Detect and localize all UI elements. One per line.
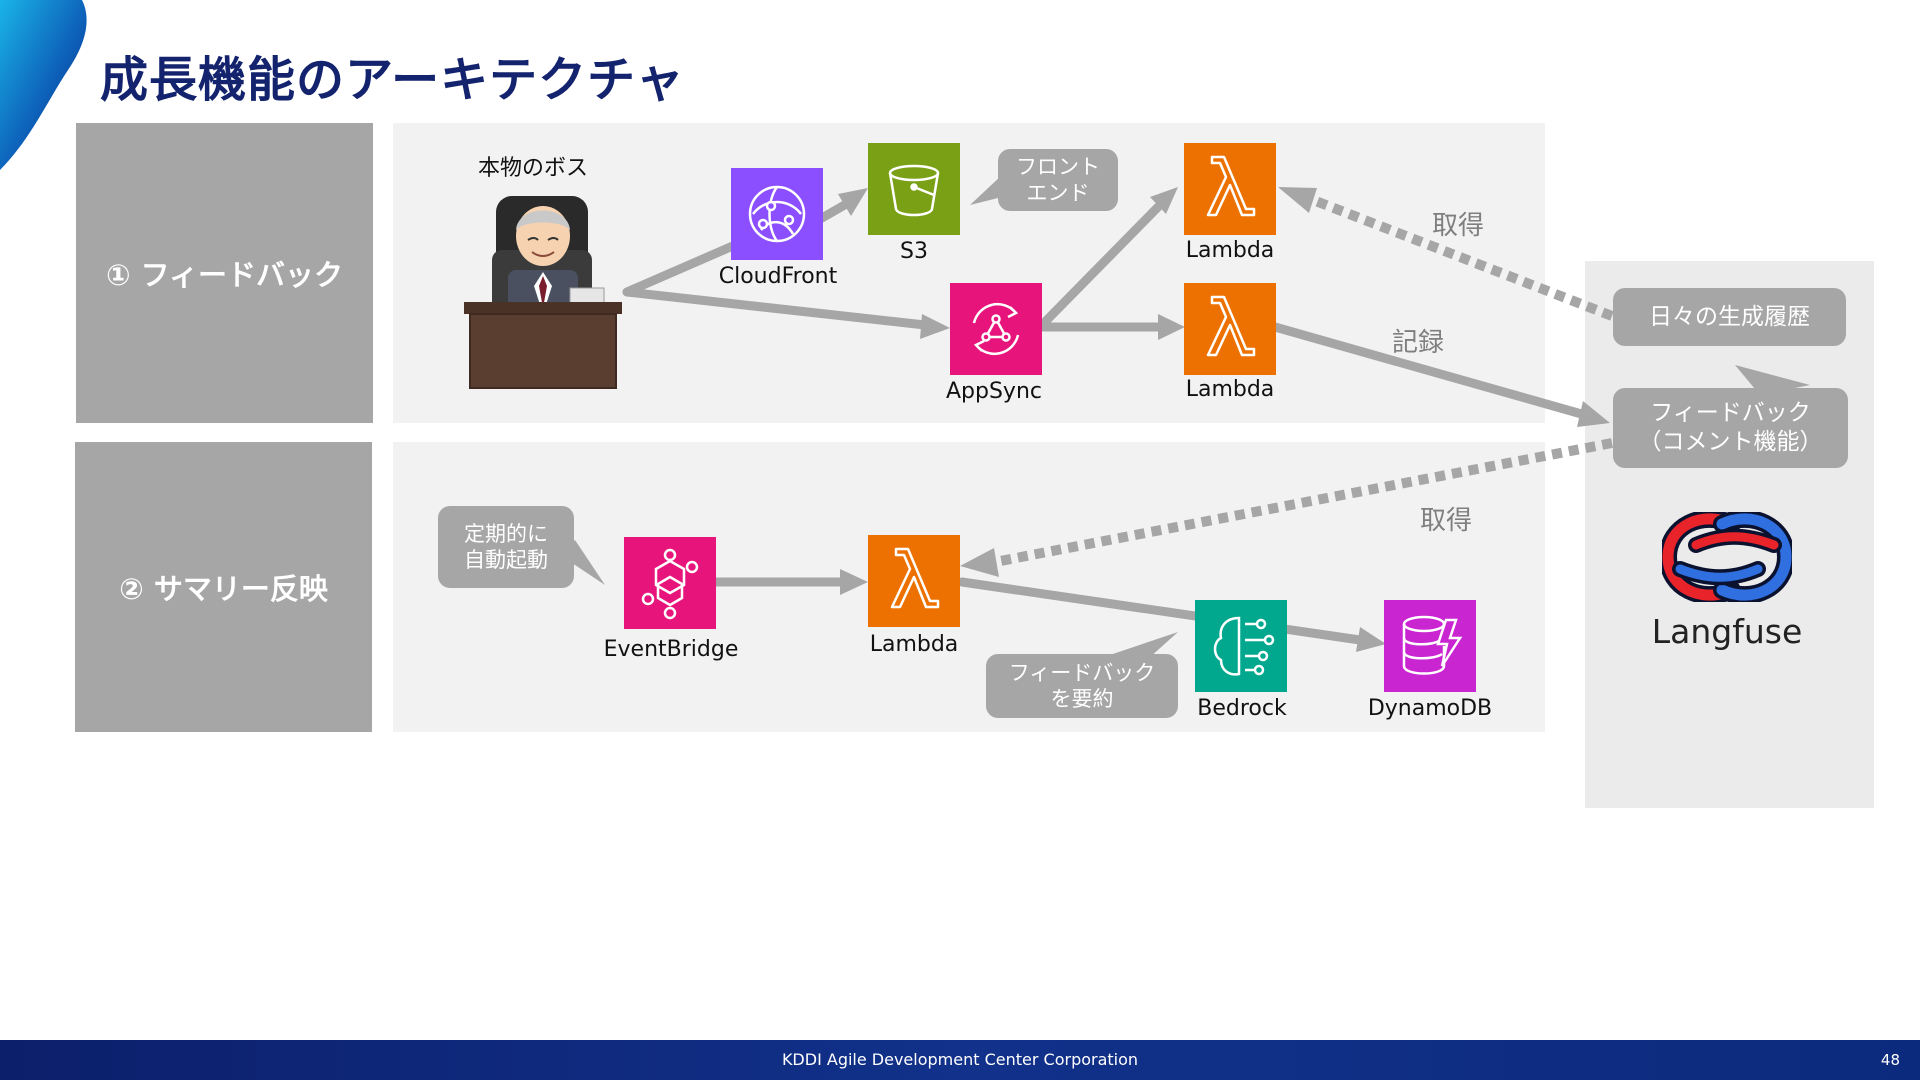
arrow-langfuse-lambda-summary [989,438,1613,568]
arrow-cloudfront-s3 [817,198,853,223]
frontend-bubble: フロント エンド [998,149,1118,211]
appsync-icon [950,283,1042,375]
s3-icon [868,143,960,235]
langfuse-history-box: 日々の生成履歴 [1613,288,1846,346]
arrow-langfuse-lambda-get [1306,193,1614,321]
section-label-feedback: ① フィードバック [76,123,373,423]
summarize-bubble: フィードバック を要約 [986,654,1178,718]
eventbridge-label: EventBridge [603,637,739,662]
bedrock-label: Bedrock [1197,696,1287,721]
arrow-appsync-lambda-get [1035,202,1163,332]
boss-illustration [464,196,622,389]
appsync-label: AppSync [945,379,1043,404]
edge-label-get-bottom: 取得 [1420,506,1473,536]
dynamodb-label: DynamoDB [1367,696,1493,721]
langfuse-logo-icon [1662,512,1792,602]
boss-label: 本物のボス [478,156,589,181]
lambda-record-label: Lambda [1185,377,1275,402]
lambda-summary-label: Lambda [869,632,959,657]
section-label-summary: ② サマリー反映 [75,442,372,732]
footer-company: KDDI Agile Development Center Corporatio… [781,1050,1139,1069]
dynamodb-icon [1384,600,1476,692]
page-number: 48 [1880,1051,1900,1069]
cloudfront-icon [731,168,823,260]
cloudfront-label: CloudFront [718,264,838,289]
lambda-summary-icon [868,535,960,627]
arrow-boss-cloudfront [622,240,740,297]
eventbridge-icon [624,537,716,629]
lambda-get-icon [1184,143,1276,235]
corner-swoosh-decoration [0,0,87,170]
langfuse-name: Langfuse [1651,612,1803,651]
lambda-record-icon [1184,283,1276,375]
schedule-bubble: 定期的に 自動起動 [438,506,574,588]
bedrock-icon [1195,600,1287,692]
arrow-boss-appsync [622,287,930,330]
edge-label-record: 記録 [1392,328,1445,358]
footer-bar [0,1040,1920,1080]
page-title: 成長機能のアーキテクチャ [100,52,685,108]
bubble-tail-langfuse [1735,365,1810,395]
lambda-get-label: Lambda [1185,238,1275,263]
edge-label-get-top: 取得 [1432,211,1485,241]
langfuse-feedback-box: フィードバック （コメント機能） [1613,388,1848,468]
arrow-lambda-dynamodb [957,577,1365,645]
arrow-lambda-langfuse-record [1270,322,1590,420]
s3-label: S3 [900,239,928,264]
